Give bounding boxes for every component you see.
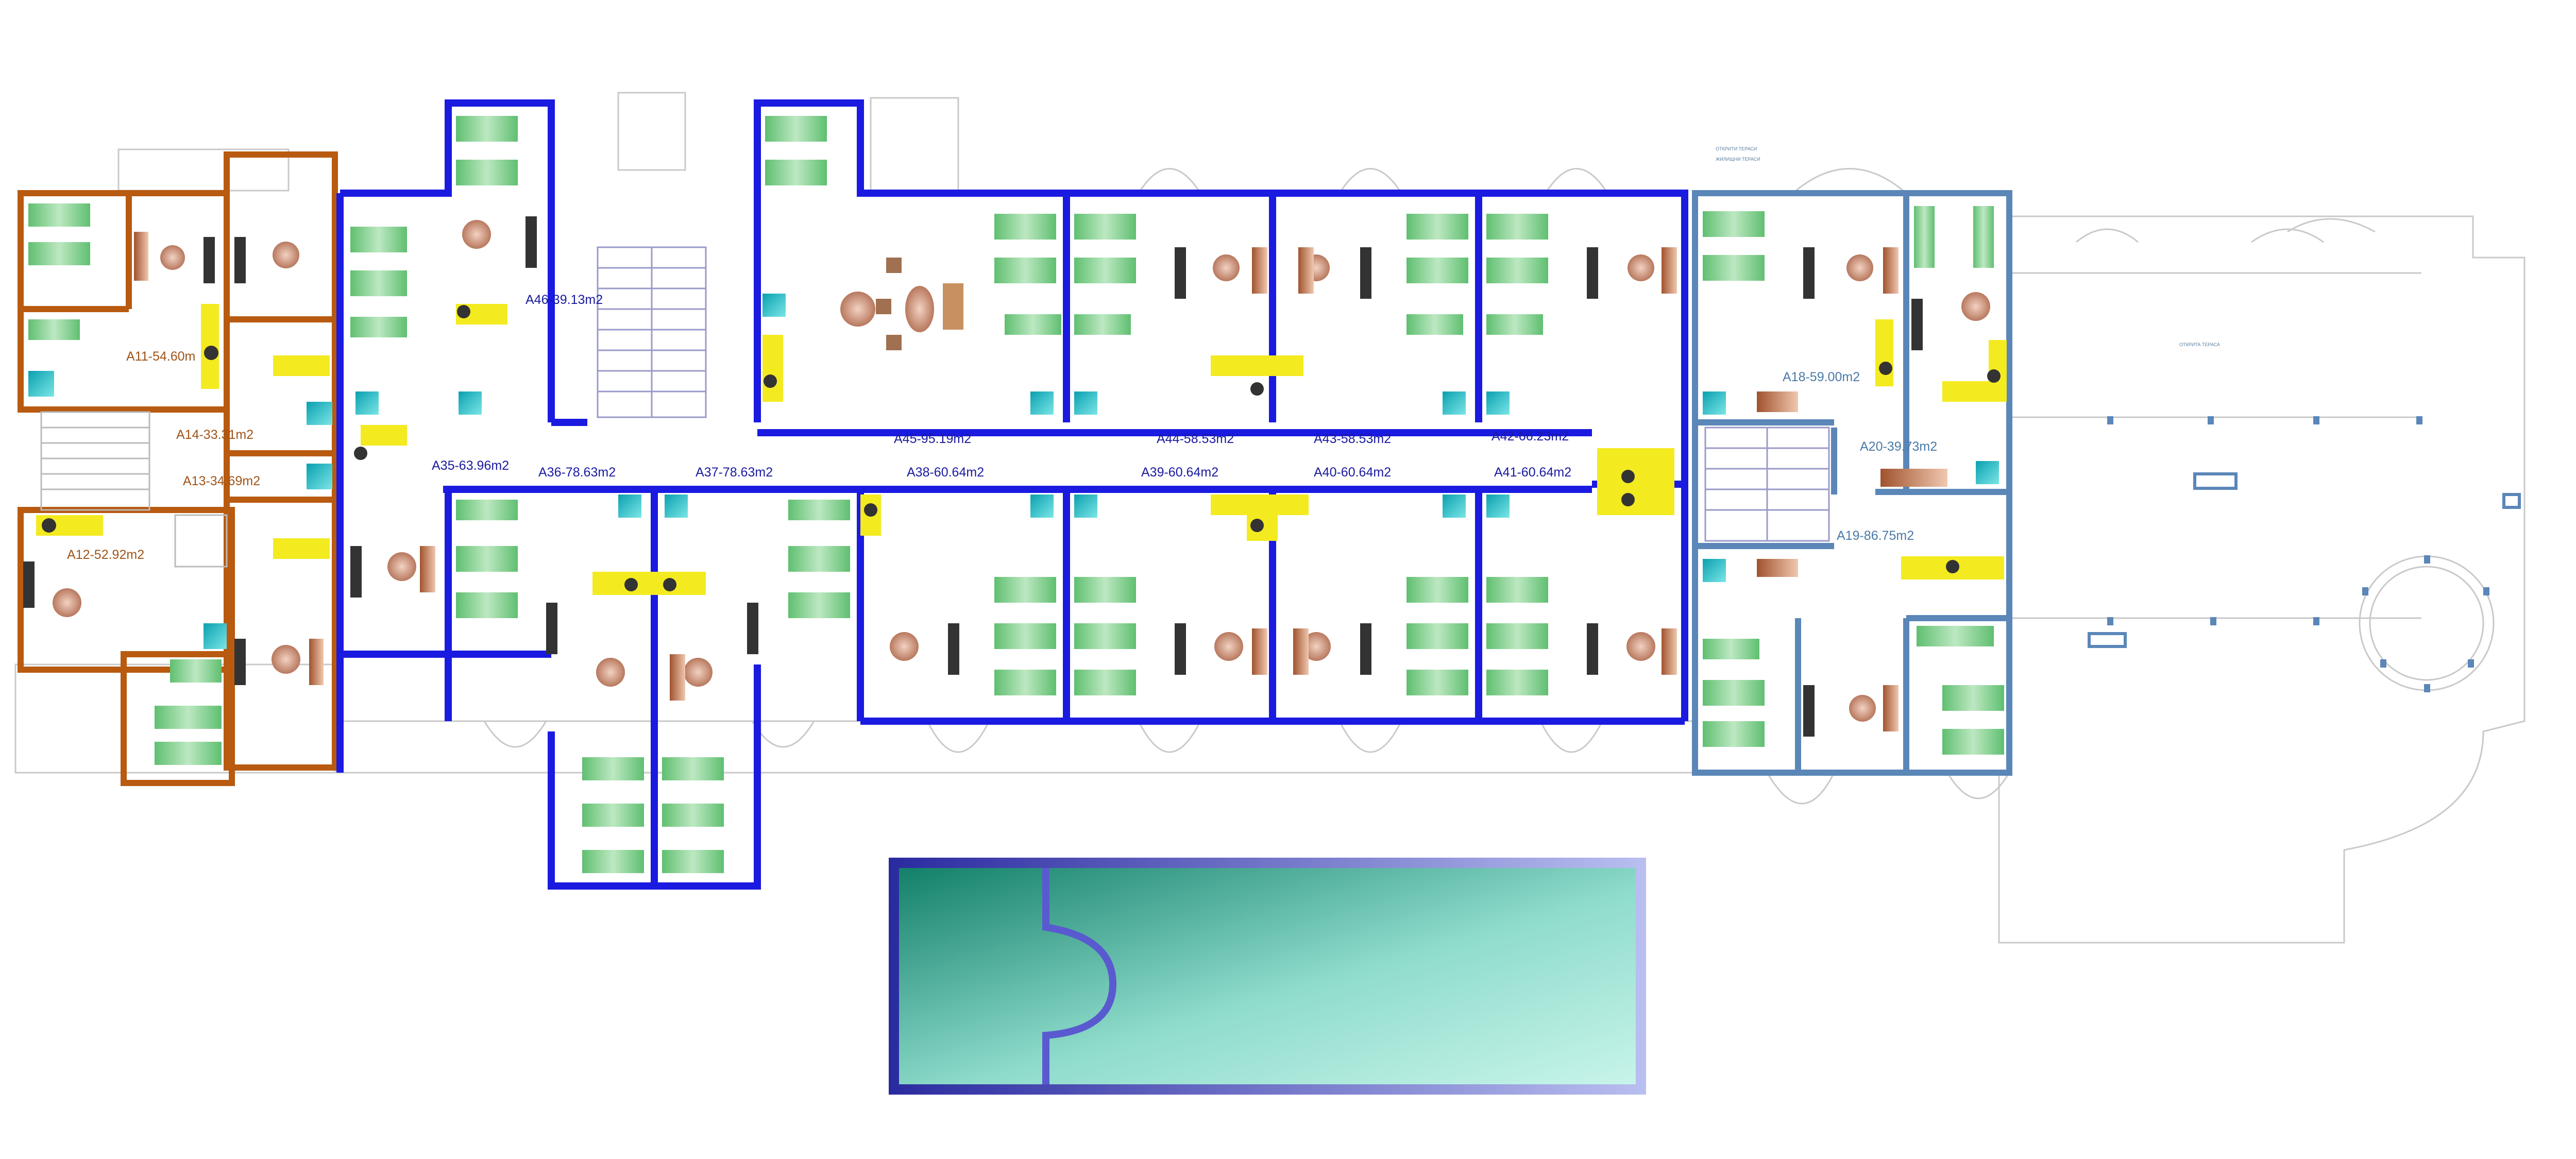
unit-label-a45: A45-95.19m2 bbox=[894, 432, 971, 446]
unit-label-a13: A13-34.69m2 bbox=[183, 474, 260, 488]
unit-label-a35: A35-63.96m2 bbox=[432, 458, 509, 473]
unit-label-a36: A36-78.63m2 bbox=[538, 465, 616, 480]
unit-label-a14: A14-33.31m2 bbox=[176, 428, 253, 442]
right-wing bbox=[1692, 190, 2012, 776]
unit-label-a41: A41-60.64m2 bbox=[1494, 465, 1571, 480]
unit-label-a42: A42-66.23m2 bbox=[1492, 429, 1569, 444]
unit-label-a46: A46-39.13m2 bbox=[526, 293, 603, 307]
unit-label-a39: A39-60.64m2 bbox=[1141, 465, 1218, 480]
unit-label-a12: A12-52.92m2 bbox=[67, 548, 144, 562]
unit-label-a37: A37-78.63m2 bbox=[696, 465, 773, 480]
unit-label-a44: A44-58.53m2 bbox=[1157, 432, 1234, 446]
center-wing bbox=[336, 99, 1688, 890]
unit-label-a18: A18-59.00m2 bbox=[1783, 370, 1860, 384]
note-open-terrace: ОТКРИТА ТЕРАСА bbox=[2179, 342, 2220, 347]
unit-label-a11: A11-54.60m bbox=[126, 349, 195, 364]
unit-label-a20: A20-39.73m2 bbox=[1860, 439, 1937, 454]
note-living-terraces: ЖИЛИЩНИ ТЕРАСИ bbox=[1716, 157, 1760, 162]
unit-label-a19: A19-86.75m2 bbox=[1837, 529, 1914, 543]
unit-labels: A11-54.60m A14-33.31m2 A13-34.69m2 A12-5… bbox=[67, 146, 2220, 562]
note-open-terraces: ОТКРИТИ ТЕРАСИ bbox=[1716, 146, 1757, 151]
swimming-pool bbox=[889, 858, 1646, 1095]
left-wing bbox=[18, 151, 338, 786]
unit-label-a38: A38-60.64m2 bbox=[907, 465, 984, 480]
unit-label-a43: A43-58.53m2 bbox=[1314, 432, 1391, 446]
terrace-columns bbox=[2088, 416, 2521, 692]
unit-label-a40: A40-60.64m2 bbox=[1314, 465, 1391, 480]
